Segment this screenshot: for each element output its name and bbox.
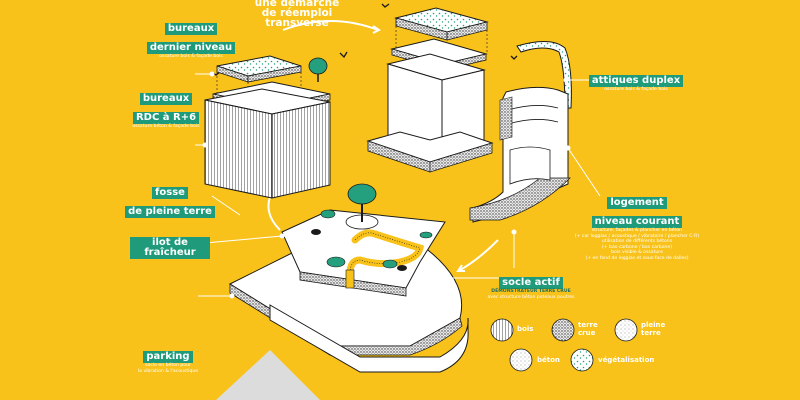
label-title: RDC à R+6 [132, 112, 200, 124]
legend-pleine-terre-line1: pleine [641, 321, 666, 329]
label-logement: logement niveau courant structure, façad… [572, 190, 702, 262]
label-title: de pleine terre [125, 206, 215, 218]
label-socle-actif: socle actif DÉMONSTRATEUR TERRE CRUE ave… [476, 270, 586, 300]
legend-bois-label: bois [517, 325, 534, 333]
legend-pleine-terre-line2: terre [641, 329, 661, 337]
label-bureaux-dernier-niveau: bureaux dernier niveau ossature bois & f… [136, 16, 246, 60]
label-sub: ossature bois & façade bois [604, 87, 668, 92]
legend-beton-label: béton [537, 356, 560, 364]
label-fosse: fosse de pleine terre [120, 180, 220, 218]
arrow-down [459, 239, 499, 271]
legend-vegetalisation-label: végétalisation [598, 356, 655, 364]
label-sub: (+ en fond de loggias et sous-face de da… [585, 255, 689, 261]
legend-pleine-terre-label: pleine terre [641, 321, 665, 337]
label-attiques: attiques duplex ossature bois & façade b… [586, 68, 686, 93]
top-note-line2: de réemploi [261, 7, 333, 19]
label-sub: utilisation de différents bétons [601, 239, 673, 245]
label-sub: ossature bois & façade bois [159, 54, 223, 59]
label-sub: (+ car loggias / acoustique / vibratoire… [574, 233, 700, 239]
legend-vegetalisation-swatch [570, 348, 594, 372]
top-note-line3: transverse [265, 17, 329, 29]
label-sub: structure, façades & plancher en béton [591, 228, 683, 233]
bird-icon [381, 3, 390, 8]
label-demo: DÉMONSTRATEUR TERRE CRUE [491, 289, 571, 294]
label-sub: ossature béton & façade bois [132, 124, 200, 129]
label-title: bureaux [164, 23, 218, 35]
arrow-top [282, 20, 379, 31]
label-sub: bois visible & ossature [611, 250, 663, 256]
label-title: socle actif [499, 277, 563, 289]
label-title: dernier niveau [146, 42, 236, 54]
bird-icon [510, 55, 518, 60]
legend-terre-crue-label: terre crue [578, 321, 598, 337]
label-title: fosse [152, 187, 188, 199]
label-ilot: ilot de fraîcheur [130, 237, 210, 259]
legend-terre-crue-line2: crue [578, 329, 596, 337]
label-sub: avec structure béton poteaux poutres [487, 294, 575, 300]
label-title: niveau courant [591, 216, 683, 228]
legend-bois-swatch [490, 318, 514, 342]
label-title: attiques duplex [588, 75, 684, 87]
legend-beton-swatch [509, 348, 533, 372]
decorative-triangle [216, 350, 320, 400]
top-note: une démarche de réemploi transverse [232, 0, 362, 28]
legend-terre-crue-swatch [551, 318, 575, 342]
label-title: ilot de fraîcheur [130, 237, 210, 259]
legend-pleine-terre-swatch [614, 318, 638, 342]
label-sub: socle en béton pour [145, 363, 191, 368]
bird-icon [339, 51, 348, 59]
label-title: parking [143, 351, 193, 363]
label-title: logement [607, 197, 667, 209]
label-sub: la vibration & l'acoustique [137, 368, 199, 374]
label-bureaux-rdc: bureaux RDC à R+6 ossature béton & façad… [126, 86, 206, 130]
label-title: bureaux [139, 93, 193, 105]
label-parking: parking socle en béton pour la vibration… [128, 344, 208, 374]
top-note-line1: une démarche [254, 0, 340, 9]
legend-terre-crue-line1: terre [578, 321, 598, 329]
label-sub: (+ bas-carbone / bas carbone) [601, 244, 673, 250]
